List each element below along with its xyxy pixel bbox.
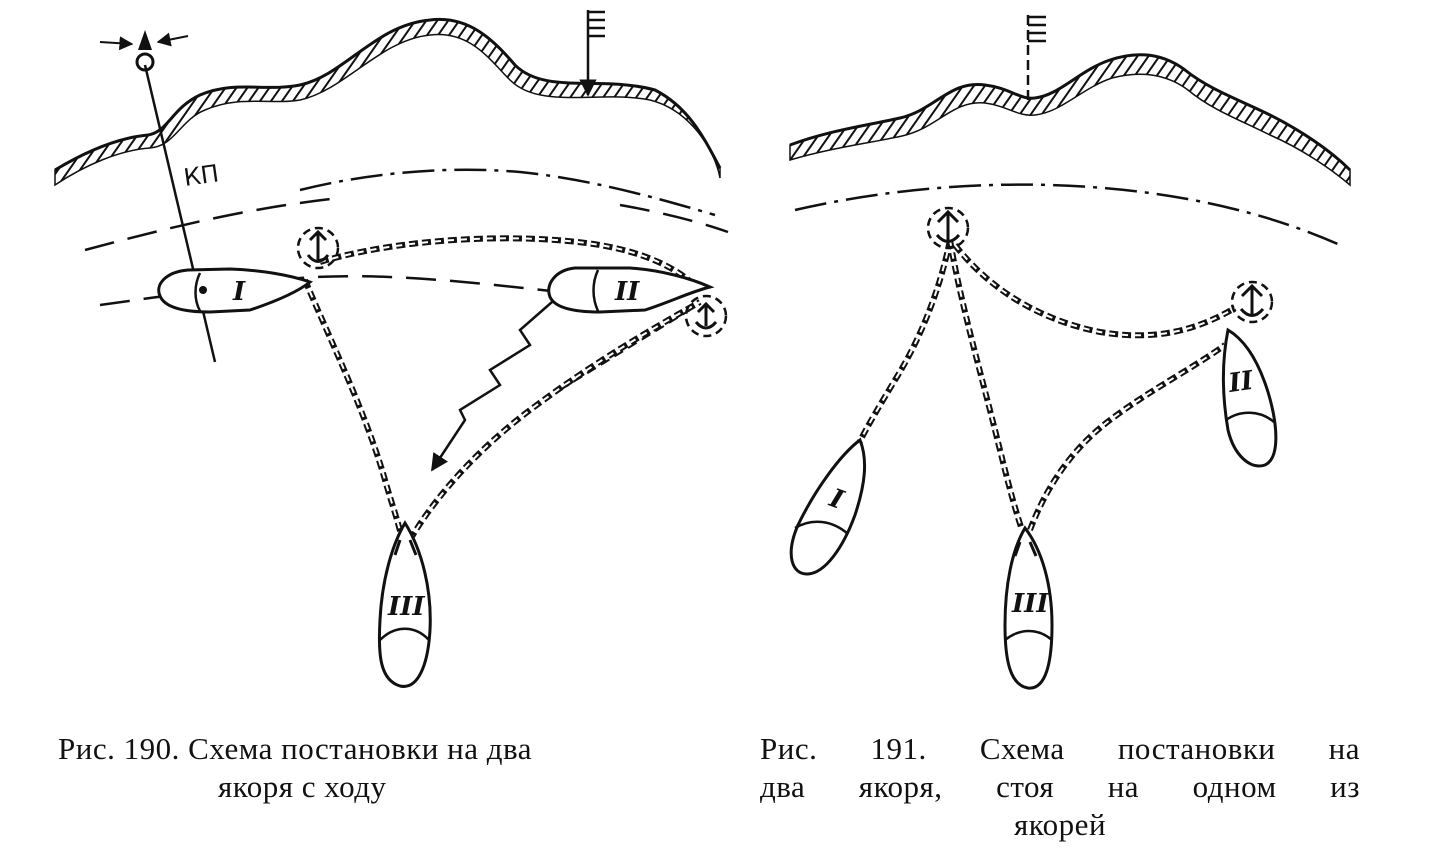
ship-2-left: II: [547, 266, 715, 314]
chain-anchor1-to-anchor2-inner: [954, 244, 1236, 337]
maneuver-zigzag-left: [430, 294, 561, 472]
anchor-1-right: [926, 206, 970, 250]
dash-dot-line-right: [794, 183, 1341, 247]
dash-dot-line-left: [299, 168, 716, 217]
chain-anchor2-to-ship3-inner: [409, 301, 701, 541]
dashed-line-lower-left: [99, 274, 561, 307]
ship-3-right: III: [1003, 525, 1054, 690]
ship-3-left: III: [377, 520, 432, 688]
chain-anchor1-to-ship3-inner: [304, 279, 403, 541]
chain-anchor1-to-ship3: [302, 278, 405, 541]
shore-flag-right: [1026, 15, 1046, 100]
caption-figure-190-line1: Рис. 190. Схема постановки на два: [58, 731, 532, 766]
ship-1-left-label: I: [232, 277, 246, 307]
ship-2-right-label: II: [1226, 366, 1256, 399]
caption-figure-191-line2: два якоря, стоя на одном из: [760, 769, 1360, 804]
ship-2-right: II: [1222, 327, 1278, 468]
chain-anchor1-to-ship3-right: [947, 239, 1025, 531]
caption-figure-190: Рис. 190. Схема постановки на два якоря …: [58, 730, 708, 806]
chain-anchor2-to-ship3: [1027, 342, 1227, 532]
chain-anchor2-to-ship3-inner: [1029, 344, 1226, 531]
ship-1-right: I: [789, 437, 866, 576]
ship-3-right-label: III: [1011, 589, 1049, 619]
chain-anchor1-to-ship3-right-inner: [949, 239, 1023, 531]
shore-flag-left: [579, 10, 605, 97]
chain-anchor1-to-ship1-inner: [857, 239, 951, 446]
caption-figure-191-line1: Рис. 191. Схема постановки на: [760, 731, 1360, 766]
figure-190: КП: [54, 10, 729, 688]
kp-label: КП: [182, 159, 221, 192]
ship-2-left-label: II: [614, 277, 640, 307]
drift-arrow-left: [559, 309, 691, 391]
dashed-line-upper-left: [84, 196, 341, 252]
chain-between-anchors-inner: [319, 237, 701, 291]
anchor-2-left: [684, 294, 728, 338]
caption-figure-190-line2: якоря с ходу: [218, 769, 387, 804]
chain-anchor1-to-ship1: [855, 239, 953, 447]
shoreline-right: [789, 53, 1352, 187]
anchor-1-left: [296, 226, 340, 270]
figure-191: I II III: [789, 15, 1352, 690]
chain-anchor1-to-anchor2: [952, 243, 1237, 339]
anchor-2-right: [1230, 280, 1274, 324]
caption-figure-191-line3: якорей: [1013, 807, 1107, 842]
ship-3-left-label: III: [387, 592, 425, 622]
dashed-line-right-edge: [619, 203, 729, 234]
shoreline-left: [54, 17, 722, 187]
caption-figure-191: Рис. 191. Схема постановки на два якоря,…: [760, 730, 1360, 844]
chain-anchor2-to-ship3: [407, 299, 702, 542]
ship-1-left: I: [157, 267, 314, 314]
